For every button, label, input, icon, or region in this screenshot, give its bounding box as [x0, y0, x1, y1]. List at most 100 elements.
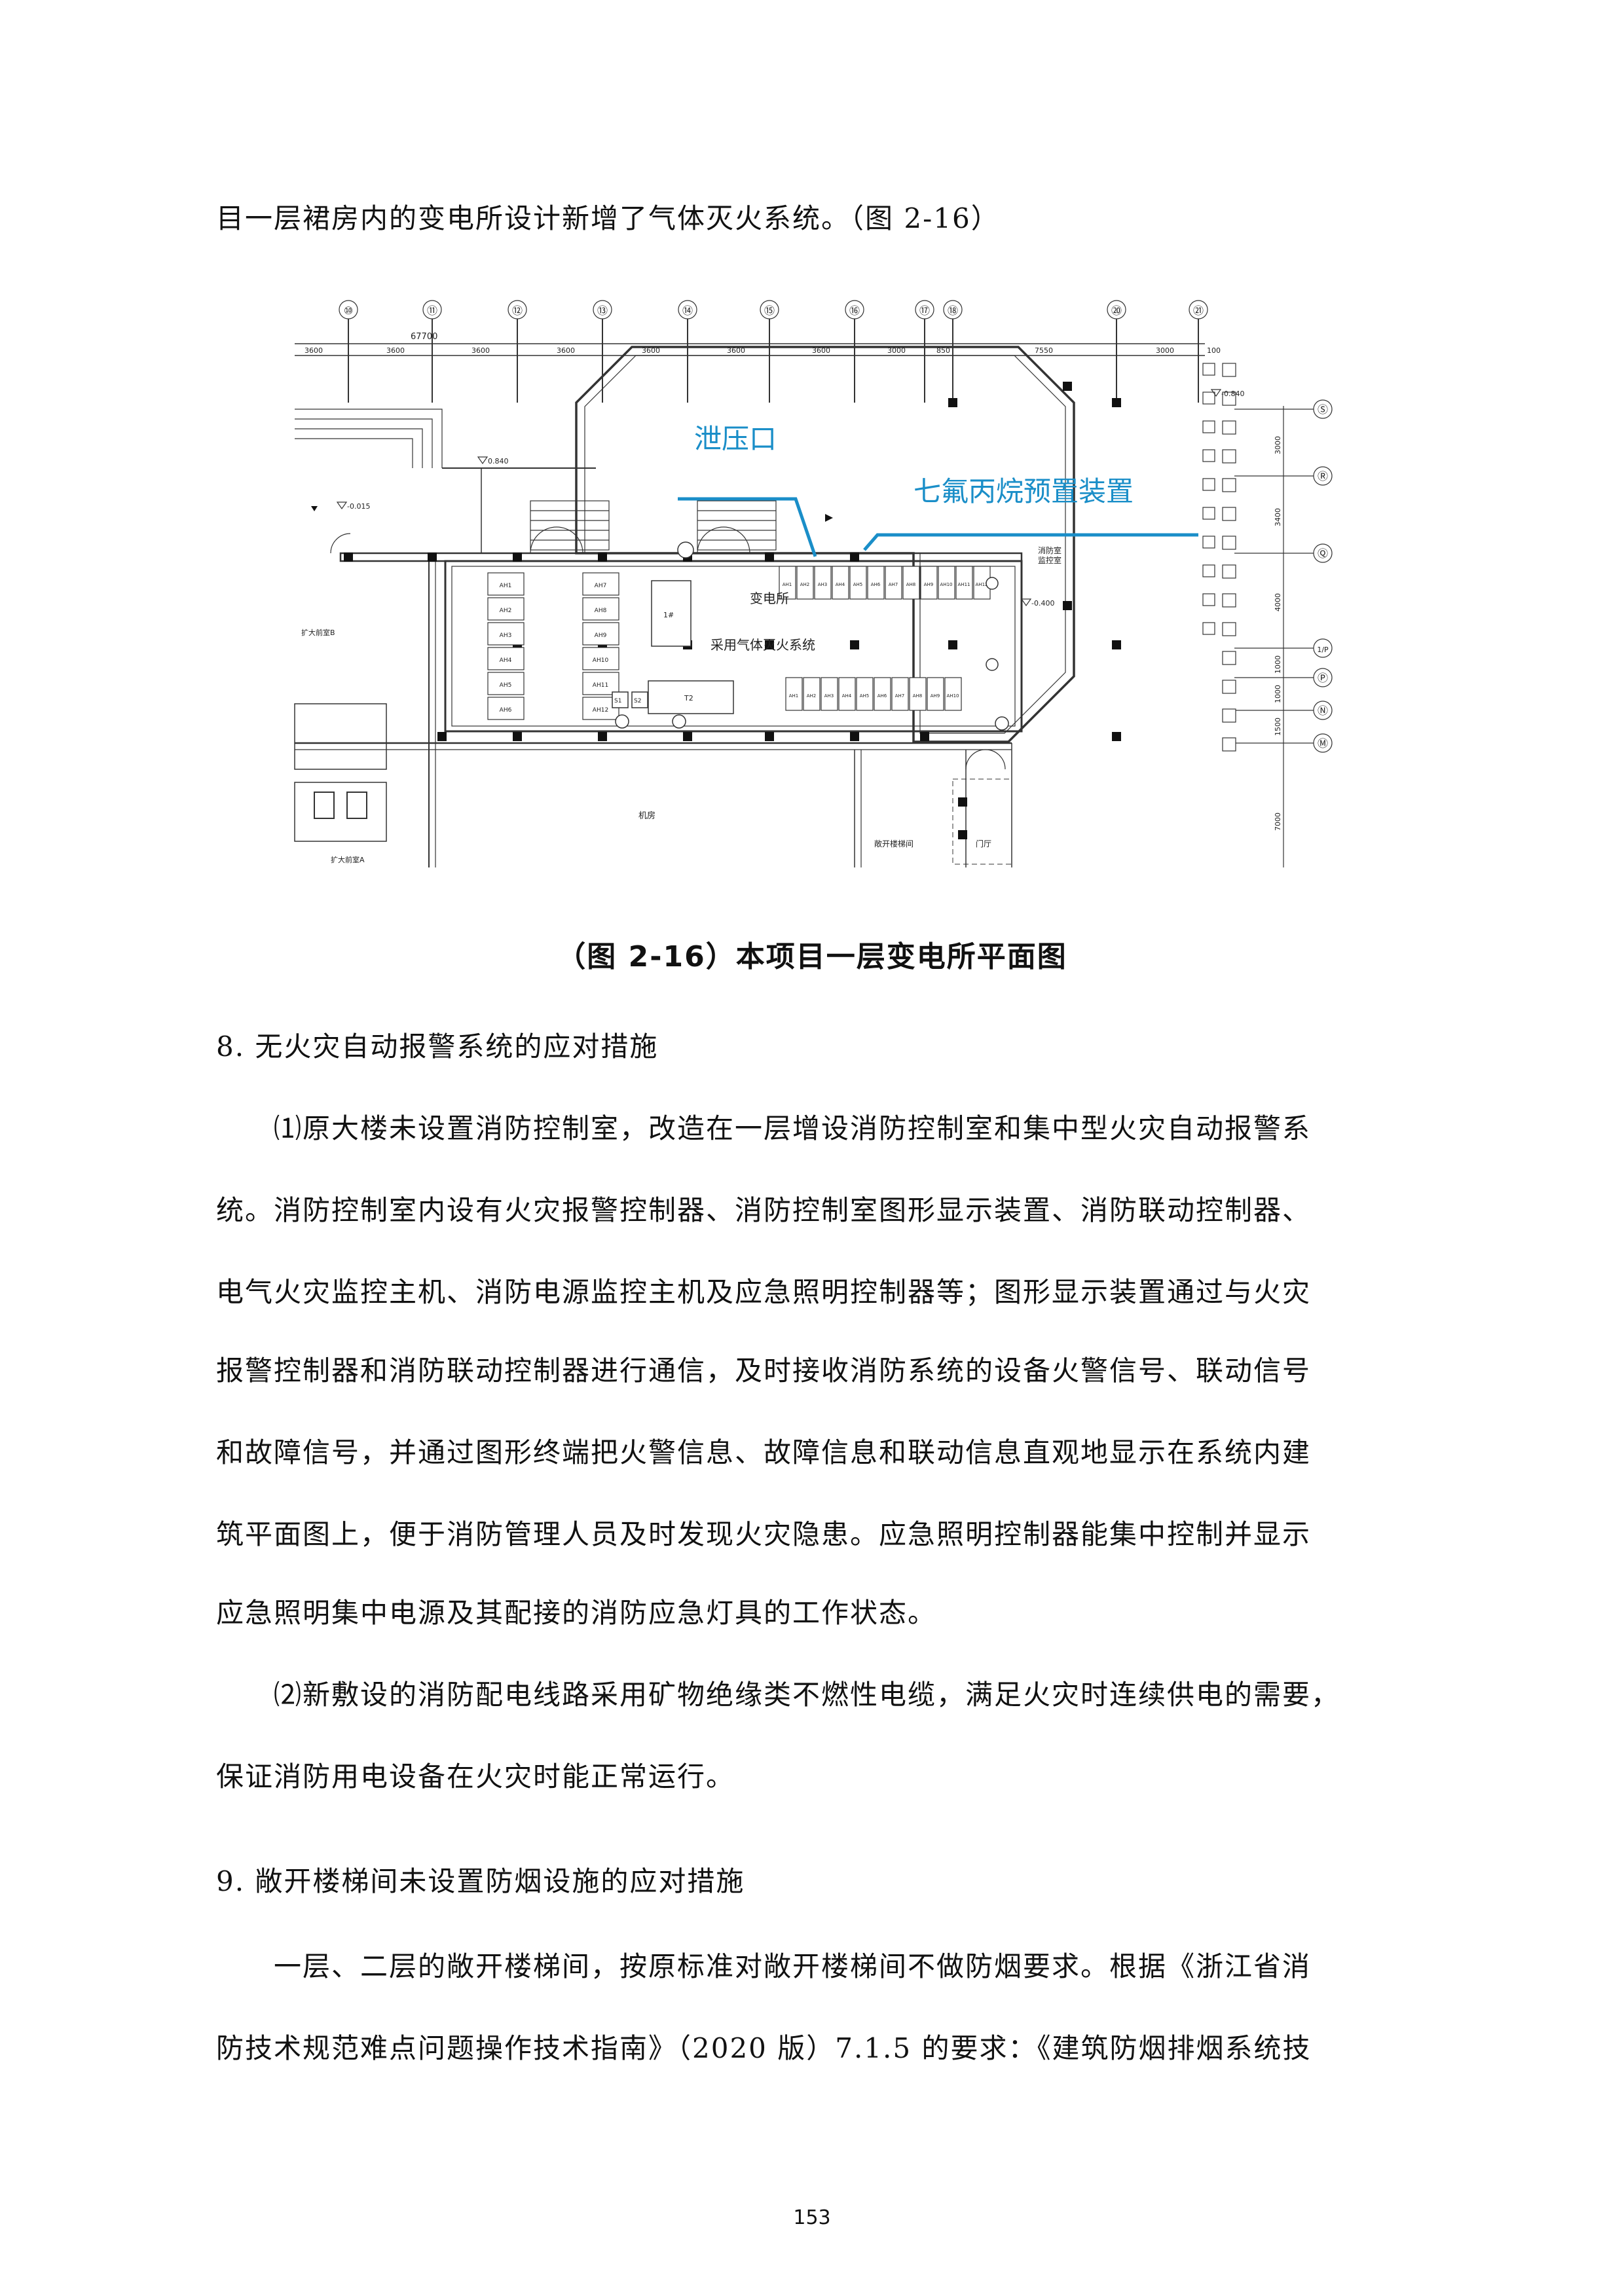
- column: [958, 830, 967, 839]
- elevation-2: -0.015: [347, 502, 370, 511]
- window-square: [1202, 536, 1215, 549]
- cabinet-label: AH2: [807, 693, 817, 699]
- paragraph-line: 保证消防用电设备在火灾时能正常运行。: [216, 1760, 735, 1793]
- window-square: [1222, 449, 1236, 464]
- axis-label: ⑬: [597, 304, 608, 317]
- column: [948, 398, 957, 407]
- cabinet-label: AH4: [836, 582, 845, 587]
- axis-bubble: [422, 300, 442, 319]
- column: [344, 553, 353, 562]
- axis-bubble: [1313, 701, 1333, 720]
- dimension-label: 7000: [1274, 812, 1282, 831]
- switch-cabinet: [814, 566, 832, 600]
- window-square: [1202, 420, 1215, 433]
- paragraph-line: 电气火灾监控主机、消防电源监控主机及应急照明控制器等；图形显示装置通过与火灾: [216, 1276, 1312, 1308]
- window-square: [1222, 737, 1236, 752]
- room-lobby-label: 门厅: [976, 839, 991, 848]
- switch-cabinet: [582, 597, 619, 621]
- cabinet-label: AH10: [947, 693, 959, 699]
- cabinet-label: AH6: [877, 693, 887, 699]
- axis-bubble: [593, 300, 612, 319]
- cabinet-label: AH11: [593, 682, 608, 689]
- room-substation-label: 变电所: [750, 591, 789, 606]
- axis-bubble: [1313, 733, 1333, 753]
- dimension-label: 1000: [1274, 685, 1282, 703]
- cabinet-label: AH5: [860, 693, 870, 699]
- window-square: [1202, 449, 1215, 462]
- axis-label: ⑪: [427, 304, 437, 317]
- cabinet-label: AH7: [889, 582, 898, 587]
- column: [765, 640, 774, 649]
- window-square: [1202, 564, 1215, 577]
- dimension-label: 3600: [642, 346, 660, 355]
- small-label-s2: S2: [634, 698, 641, 704]
- paragraph-line: ⑵新敷设的消防配电线路采用矿物绝缘类不燃性电缆，满足火灾时连续供电的需要，: [274, 1679, 1340, 1711]
- axis-bubble: [1189, 300, 1208, 319]
- window-square: [1222, 363, 1236, 377]
- room-machine-label: 机房: [638, 811, 655, 821]
- axis-bubble: [915, 300, 934, 319]
- column: [437, 732, 447, 741]
- column: [765, 553, 774, 562]
- window-square: [1202, 507, 1215, 520]
- cabinet-label: AH3: [824, 693, 834, 699]
- switch-cabinet: [891, 677, 909, 711]
- paragraph-line: 统。消防控制室内设有火灾报警控制器、消防控制室图形显示装置、消防联动控制器、: [216, 1194, 1312, 1226]
- elevation-4: -0.840: [1221, 390, 1244, 398]
- axis-label: Ⓠ: [1318, 547, 1328, 560]
- cabinet-label: AH4: [500, 657, 512, 664]
- dimension-label: 3000: [887, 346, 906, 355]
- switch-cabinet: [955, 566, 973, 600]
- paragraph-line: 应急照明集中电源及其配接的消防应急灯具的工作状态。: [216, 1597, 937, 1629]
- axis-label: Ⓜ: [1318, 737, 1328, 750]
- switch-cabinet: [582, 572, 619, 596]
- dimension-label: 3600: [727, 346, 745, 355]
- cabinet-label: AH10: [593, 657, 609, 664]
- small-label-s1: S1: [614, 698, 621, 704]
- axis-label: 1/P: [1317, 646, 1329, 654]
- column: [765, 732, 774, 741]
- switch-cabinet: [838, 677, 856, 711]
- window-square: [1222, 680, 1236, 694]
- section9-title: 9. 敞开楼梯间未设置防烟设施的应对措施: [216, 1865, 745, 1897]
- switch-cabinet: [849, 566, 867, 600]
- axis-bubble: [1313, 399, 1333, 419]
- axis-bubble: [1313, 638, 1333, 658]
- axis-bubble: [943, 300, 963, 319]
- switch-cabinet: [874, 677, 891, 711]
- axis-label: ⑰: [919, 304, 930, 317]
- room-control-label: 消防室: [1038, 545, 1061, 555]
- callout-relief-label: 泄压口: [694, 423, 777, 455]
- switch-cabinet: [582, 647, 619, 670]
- paragraph-line: 筑平面图上，便于消防管理人员及时发现火灾隐患。应急照明控制器能集中控制并显示: [216, 1518, 1312, 1550]
- axis-label: ⑯: [849, 304, 860, 317]
- column: [1112, 732, 1121, 741]
- page-number: 153: [793, 2206, 831, 2229]
- cabinet-label: AH1: [500, 583, 512, 589]
- column: [850, 640, 859, 649]
- paragraph-line: 报警控制器和消防联动控制器进行通信，及时接收消防系统的设备火警信号、联动信号: [216, 1355, 1312, 1387]
- axis-label: ⑩: [344, 304, 353, 317]
- dimension-label: 3000: [1156, 346, 1174, 355]
- switch-cabinet: [487, 697, 525, 720]
- column: [920, 732, 929, 741]
- switch-cabinet: [856, 677, 874, 711]
- switch-cabinet: [487, 647, 525, 670]
- cabinet-label: AH6: [871, 582, 881, 587]
- window-square: [1202, 478, 1215, 491]
- room-front-a-label: 扩大前室A: [331, 855, 365, 864]
- window-square: [1222, 536, 1236, 550]
- total-dimension: 67700: [411, 332, 437, 342]
- column: [513, 553, 522, 562]
- dimension-label: 1000: [1274, 655, 1282, 674]
- dimension-label: 3600: [304, 346, 323, 355]
- column: [598, 732, 607, 741]
- axis-label: ⑭: [682, 304, 693, 317]
- dimension-label: 1500: [1274, 718, 1282, 736]
- axis-label: ⑫: [512, 304, 523, 317]
- switch-cabinet: [779, 566, 796, 600]
- switch-cabinet: [582, 672, 619, 695]
- cabinet-label: AH2: [800, 582, 810, 587]
- window-square: [1202, 622, 1215, 635]
- cabinet-label: AH6: [500, 707, 512, 714]
